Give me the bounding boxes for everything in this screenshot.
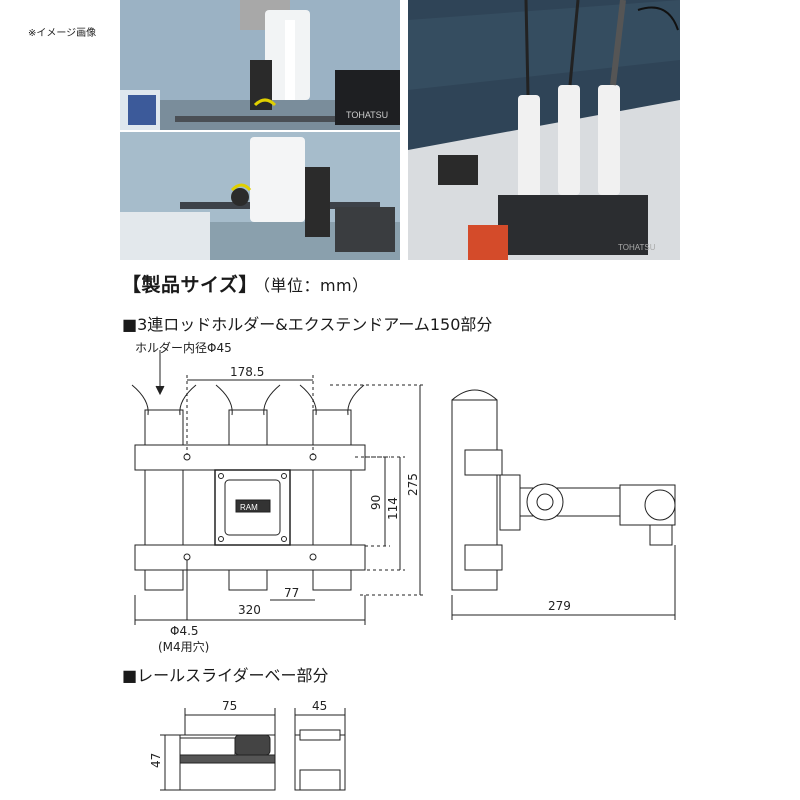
size-heading-unit: （単位：mm）	[261, 276, 369, 295]
dim-114: 114	[386, 497, 400, 520]
rod-holder-drawing: ホルダー内径Φ45 178.5 90 114 275 320 77 Φ4.5 (…	[131, 340, 676, 654]
dim-178-5: 178.5	[230, 365, 264, 379]
size-heading: 【製品サイズ】（単位：mm）	[122, 270, 369, 297]
dim-77: 77	[284, 586, 299, 600]
dim-320: 320	[238, 603, 261, 617]
brand-text-right: TOHATSU	[618, 243, 656, 252]
dim-75: 75	[222, 699, 237, 713]
hole-diameter-label: Φ4.5	[170, 624, 199, 638]
dim-279: 279	[548, 599, 571, 613]
size-heading-title: 【製品サイズ】	[122, 274, 258, 296]
plate-label: RAM	[240, 503, 258, 512]
photo-top-left: TOHATSU	[120, 0, 400, 130]
holder-inner-label: ホルダー内径Φ45	[135, 340, 232, 355]
dim-45: 45	[312, 699, 327, 713]
dim-47: 47	[149, 753, 163, 768]
photo-right: TOHATSU	[408, 0, 680, 260]
section1-title: ■3連ロッドホルダー&エクステンドアーム150部分	[122, 315, 493, 334]
section2-title: ■レールスライダーベー部分	[122, 666, 329, 685]
dim-275: 275	[406, 473, 420, 496]
dim-90: 90	[369, 495, 383, 510]
image-note: ※イメージ画像	[28, 28, 97, 39]
photo-bottom-left	[120, 132, 400, 260]
rail-slider-drawing: 75 45 47	[149, 699, 346, 791]
brand-text-top-left: TOHATSU	[346, 110, 388, 120]
hole-note-label: (M4用穴)	[158, 639, 209, 654]
